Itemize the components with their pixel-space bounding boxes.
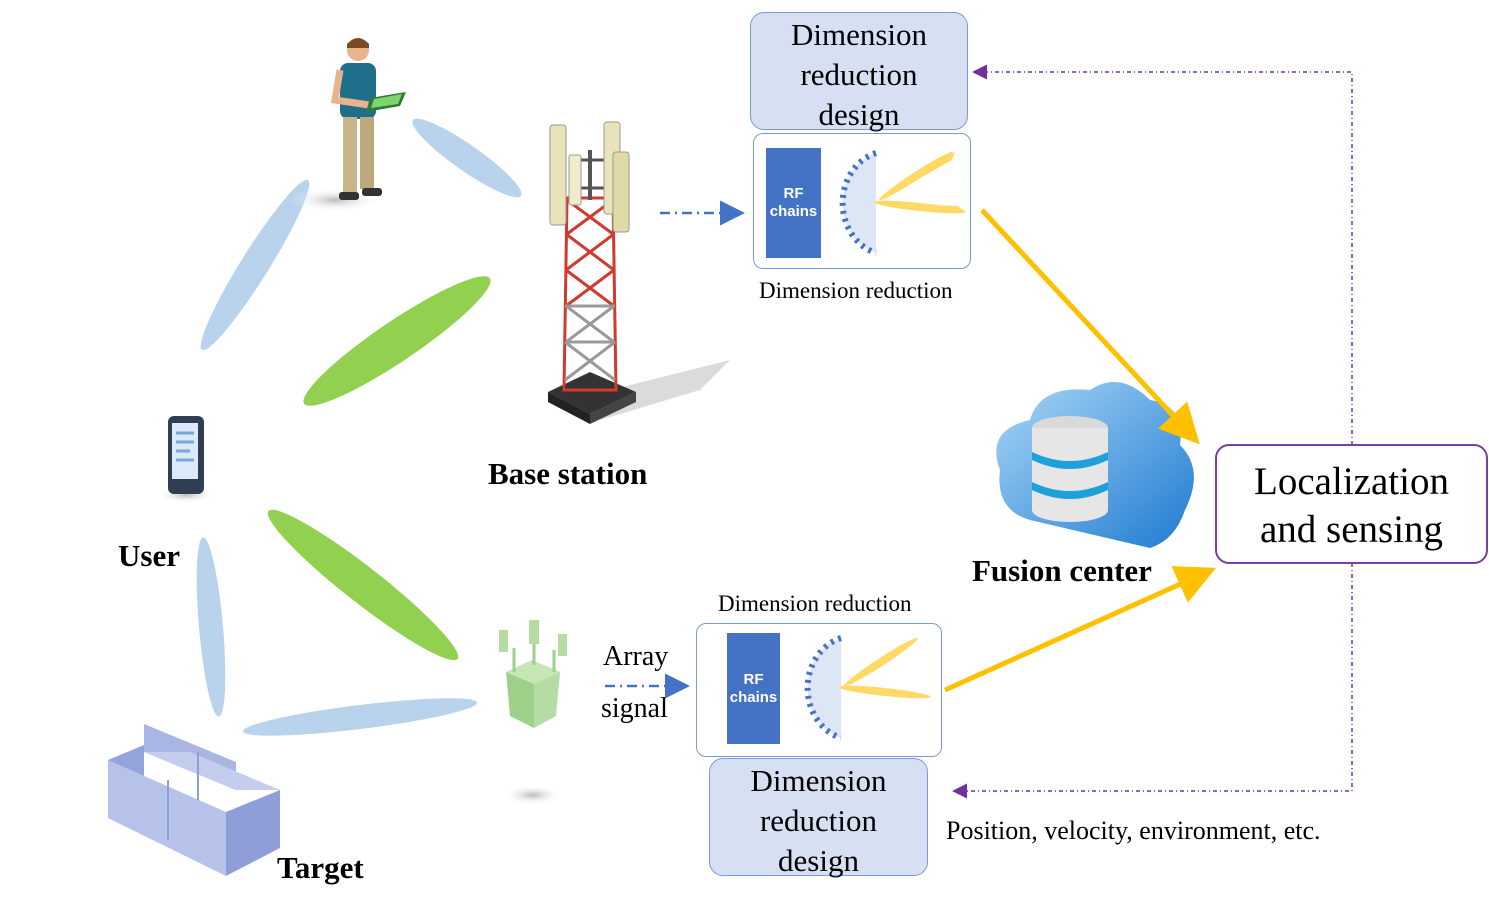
sofa-target-icon bbox=[108, 724, 280, 876]
dimension-reduction-module-top bbox=[753, 133, 971, 269]
feedback-line-bottom bbox=[952, 563, 1353, 799]
label-array: Array bbox=[603, 641, 669, 672]
beam-target-to-array bbox=[242, 698, 478, 736]
rf-chains-top: RF chains bbox=[766, 148, 821, 258]
rf-top-line2: chains bbox=[769, 203, 818, 220]
feedback-line bbox=[972, 64, 1353, 445]
label-dim-reduction-bottom: Dimension reduction bbox=[718, 591, 912, 616]
localization-line1: Localization bbox=[1254, 460, 1449, 503]
design-bottom-line2: reduction bbox=[759, 803, 878, 838]
label-user: User bbox=[118, 538, 180, 573]
dimension-reduction-module-bottom bbox=[696, 623, 942, 757]
design-bottom-line1: Dimension bbox=[750, 763, 887, 798]
fusion-center-cloud-icon bbox=[996, 382, 1194, 548]
arrow-top-module-to-localization bbox=[980, 208, 1200, 445]
database-icon bbox=[1032, 416, 1108, 522]
label-signal: signal bbox=[601, 693, 668, 724]
label-dim-reduction-top: Dimension reduction bbox=[759, 278, 953, 303]
label-target: Target bbox=[277, 850, 364, 885]
localization-and-sensing-box: Localization and sensing bbox=[1215, 444, 1488, 564]
person-icon bbox=[290, 38, 406, 212]
lens-antenna-bottom-icon bbox=[804, 635, 931, 741]
rf-chains-bottom: RF chains bbox=[727, 633, 780, 744]
rf-bottom-line2: chains bbox=[729, 688, 778, 706]
beam-user-to-person bbox=[200, 179, 310, 351]
beam-user-to-array-green bbox=[267, 509, 459, 661]
beam-user-to-target bbox=[196, 537, 226, 717]
dimension-reduction-design-top: Dimension reduction design bbox=[750, 12, 968, 132]
design-bottom-line3: design bbox=[778, 843, 859, 878]
label-output-note: Position, velocity, environment, etc. bbox=[946, 816, 1321, 845]
phone-icon bbox=[156, 416, 216, 503]
antenna-array-icon bbox=[499, 620, 567, 805]
design-top-line2: reduction bbox=[800, 57, 918, 92]
lens-antenna-top-icon bbox=[839, 150, 966, 256]
base-station-tower-icon bbox=[548, 121, 730, 424]
beam-user-to-bs-green bbox=[303, 276, 491, 406]
design-top-line3: design bbox=[818, 97, 900, 132]
label-base-station: Base station bbox=[488, 456, 648, 491]
label-fusion-center: Fusion center bbox=[972, 553, 1152, 588]
rf-bottom-line1: RF bbox=[743, 670, 764, 688]
beam-person-to-bs bbox=[412, 118, 522, 198]
localization-line2: and sensing bbox=[1259, 508, 1444, 551]
arrow-bottom-module-to-localization bbox=[943, 566, 1217, 693]
dimension-reduction-design-bottom: Dimension reduction design bbox=[709, 758, 928, 878]
design-top-line1: Dimension bbox=[790, 17, 928, 52]
rf-top-line1: RF bbox=[783, 185, 804, 202]
